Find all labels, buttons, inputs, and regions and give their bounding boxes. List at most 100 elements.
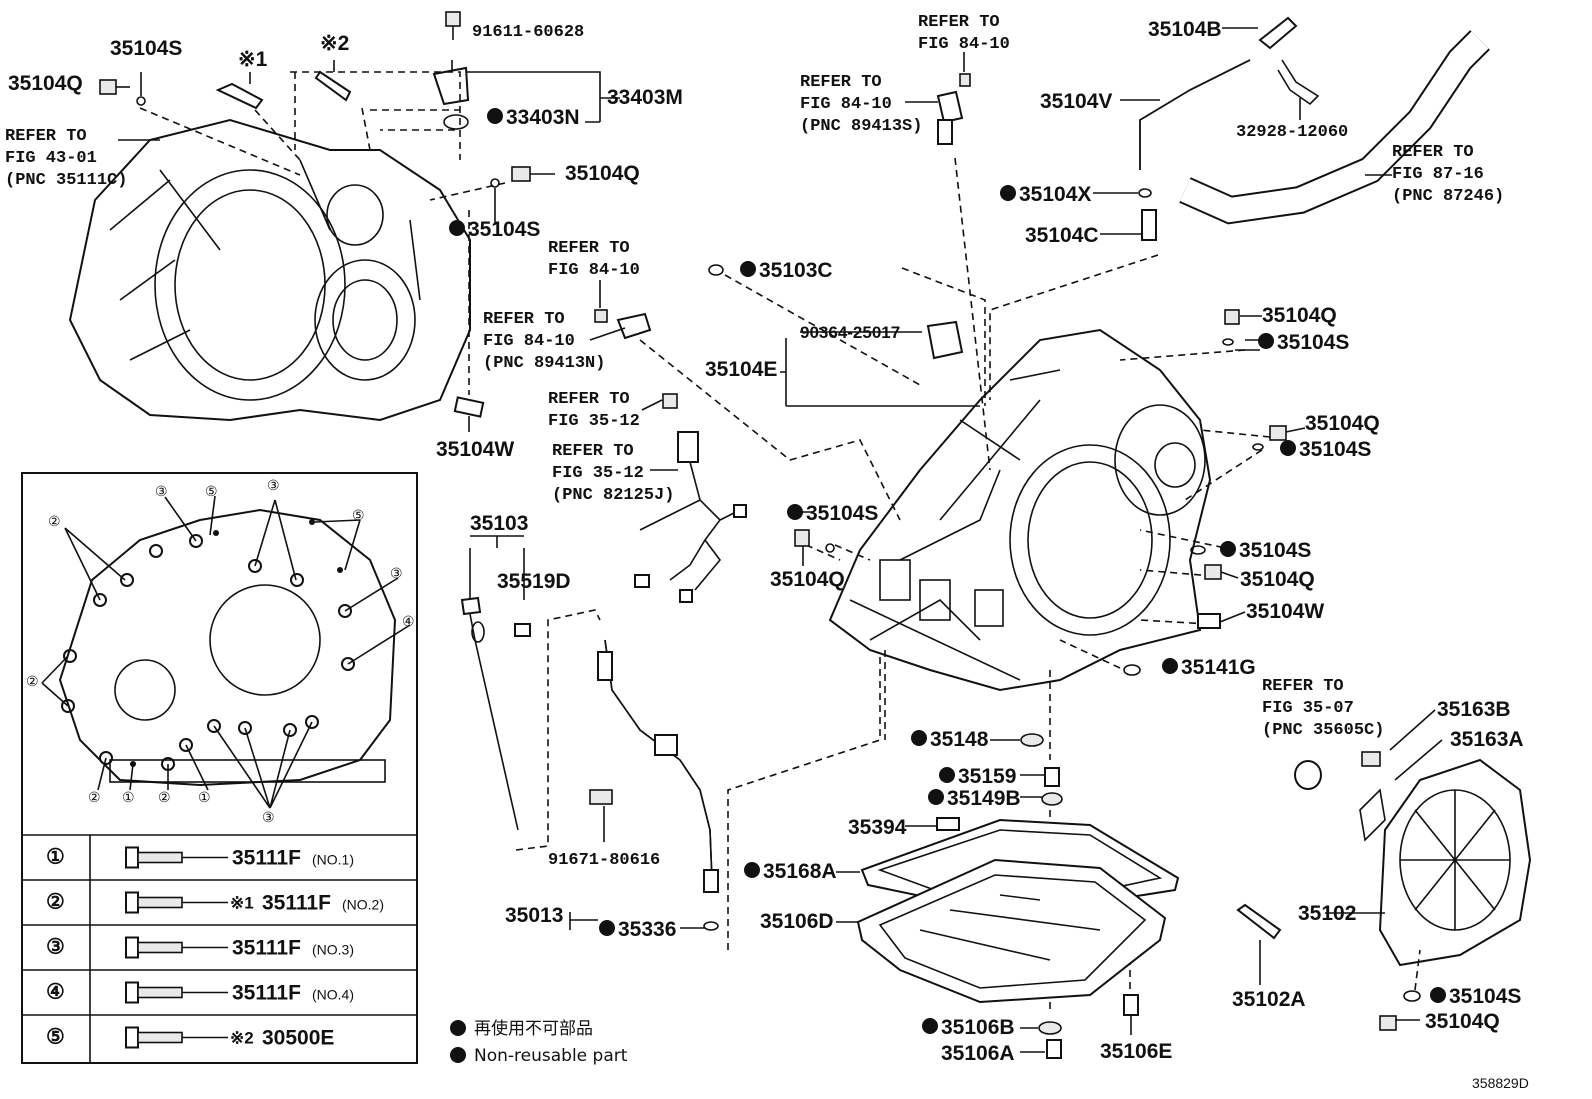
dashes-center [515,609,881,950]
bolt-table-part: 35111F [232,982,301,1005]
label-35104Q-2: 35104Q [565,162,640,185]
bolt-table-number: ② [46,891,65,914]
label-33403N: 33403N [506,106,580,129]
nonreusable-mark [1258,333,1274,349]
nonreusable-mark [599,920,615,936]
label-35104C: 35104C [1025,224,1099,247]
hose-87246 [1179,30,1490,225]
speed-sensor-89413N [594,309,652,340]
bolt-35104Q-2 [511,166,531,182]
ref-8410c-line1: REFER TO [548,239,630,258]
nonreusable-mark [1280,440,1296,456]
bolt-35163B [1361,751,1381,767]
label-35106B: 35106B [941,1016,1015,1039]
nonreusable-mark [1430,987,1446,1003]
bolt-icon [125,891,139,914]
label-35102: 35102 [1298,902,1356,925]
bolt-shank-icon [137,1031,183,1044]
ref-8716-line2: FIG 87-16 [1392,165,1484,184]
label-x1: ※1 [238,48,268,71]
bolt-table-note: (NO.4) [312,987,354,1003]
fitting-35104B [1258,16,1298,50]
inset-callout-3b: ③ [267,477,280,493]
label-35168A: 35168A [763,860,837,883]
nonreusable-mark [911,730,927,746]
bolt-icon [125,936,139,959]
label-35159: 35159 [958,765,1016,788]
pan-drain-parts [1038,994,1139,1059]
ref-3507-line2: FIG 35-07 [1262,699,1354,718]
bolt-shank-icon [137,851,183,864]
label-35104Q-br: 35104Q [1425,1010,1500,1033]
right-bolts [794,309,1287,676]
label-35104S-r1: 35104S [1277,331,1349,354]
inset-callout-1a: ① [122,789,135,805]
legend-jp: 再使用不可部品 [474,1018,593,1039]
inset-callout-2c: ② [88,789,101,805]
label-35104Q-r3: 35104Q [1240,568,1315,591]
nonreusable-mark [740,261,756,277]
ref-3512a-line2: FIG 35-12 [548,412,640,431]
ref-8410b-line2: FIG 84-10 [800,95,892,114]
label-35104S-2: 35104S [468,218,540,241]
bolt-icon [125,981,139,1004]
sensor-33403M [432,66,470,130]
washer-35104S-tl [136,96,146,106]
oring-35104S-br [1403,990,1421,1002]
label-35104Q-m: 35104Q [770,568,845,591]
label-35013: 35013 [505,904,563,927]
nonreusable-mark [744,862,760,878]
ref-43-line1: REFER TO [5,127,87,146]
bolt-table [22,834,417,1063]
pin-35104W-l [453,396,485,418]
label-35104W-r: 35104W [1246,600,1324,623]
inset-callout-4: ④ [402,613,415,629]
nonreusable-mark [1220,541,1236,557]
label-91671-80616: 91671-80616 [548,851,660,870]
label-35104S-br: 35104S [1449,985,1521,1008]
label-35394: 35394 [848,816,907,839]
inset-panel: ② ② ③ ⑤ ③ ⑤ ③ ④ ② ① ② ① ③ [21,472,418,1064]
ref-8410a-line1: REFER TO [918,13,1000,32]
bolt-table-part: 35111F [262,892,331,915]
label-35104Q-tl: 35104Q [8,72,83,95]
label-35103C: 35103C [759,259,833,282]
washer-35104S-2 [490,178,500,188]
ref-8410d-line3: (PNC 89413N) [483,354,605,373]
ref-8716-line1: REFER TO [1392,143,1474,162]
legend-en: Non-reusable part [474,1046,628,1066]
bolt-icon [125,1026,139,1049]
bolt-35104Q-br [1379,1015,1397,1031]
oil-filler-tube-35013 [597,639,719,931]
label-35104S-r3: 35104S [1239,539,1311,562]
union-35104C [1141,209,1157,241]
wire-harness-82125J [634,393,747,603]
oring-35103C [708,264,724,276]
label-35163A: 35163A [1450,728,1524,751]
ref-3507-line3: (PNC 35605C) [1262,721,1384,740]
ref-8410b-line3: (PNC 89413S) [800,117,922,136]
inset-callout-5b: ⑤ [352,507,365,523]
ref-43-line2: FIG 43-01 [5,149,97,168]
label-35163B: 35163B [1437,698,1511,721]
bolt-table-mark: ※1 [230,894,254,913]
ref-3512b-line3: (PNC 82125J) [552,486,674,505]
bolt-x2 [314,70,352,102]
bolt-table-mark: ※2 [230,1029,254,1048]
dipstick-35103 [460,596,531,831]
oring-35104X [1138,188,1152,198]
bolt-table-number: ④ [46,981,65,1004]
label-35104S-m: 35104S [806,502,878,525]
speed-sensor-89413S [936,73,971,145]
ref-3507-line1: REFER TO [1262,677,1344,696]
nonreusable-mark [787,504,803,520]
dashes-case [639,157,1271,669]
bolt-x1 [215,82,264,110]
side-cover-35102 [1359,758,1532,967]
label-35104X: 35104X [1019,183,1091,206]
label-35104Q-r1: 35104Q [1262,304,1337,327]
